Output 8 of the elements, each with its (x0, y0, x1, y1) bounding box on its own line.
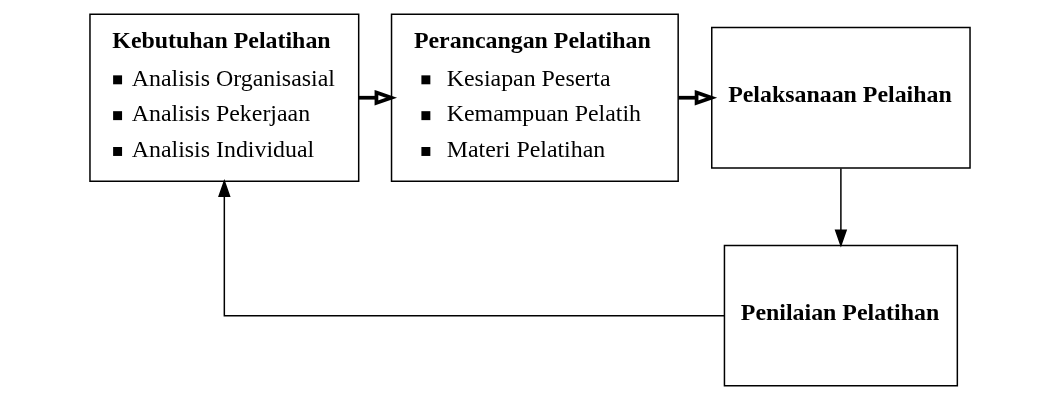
node-box: Pelaksanaan Pelaihan (710, 26, 971, 169)
node-box: Penilaian Pelatihan (723, 244, 958, 387)
arrow (217, 179, 725, 317)
arrow (677, 89, 717, 106)
arrow (834, 167, 847, 248)
node-box: Kebutuhan Pelatihan Analisis Organisasial Analisis Pekerjaan Analisis Individual (88, 13, 359, 183)
arrow (358, 89, 397, 106)
node-box: Perancangan Pelatihan Kesiapan Peserta Kemampuan Pelatih Materi Pelatihan (390, 13, 679, 183)
